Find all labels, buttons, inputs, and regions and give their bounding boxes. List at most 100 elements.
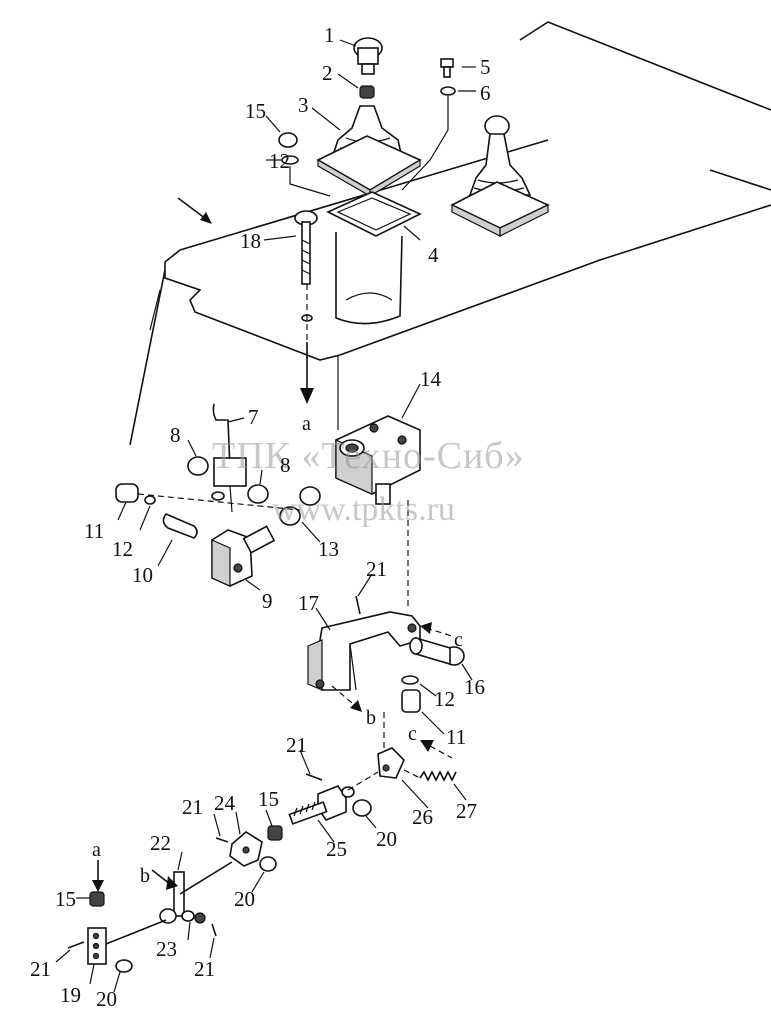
nut-part-15-mid (267, 825, 283, 841)
callout-21-top: 21 (366, 557, 387, 581)
arrow-b-upper (331, 685, 362, 712)
callout-18: 18 (240, 229, 261, 253)
cotter-pin-part-21-mid (305, 773, 323, 781)
callout-11-right: 11 (446, 725, 466, 749)
callout-10: 10 (132, 563, 153, 587)
lever-part-22 (159, 861, 233, 924)
leader-lines (55, 39, 476, 993)
pointer-labels: a a b b c c (92, 413, 463, 887)
callout-12-left: 12 (112, 537, 133, 561)
link-19-22 (105, 919, 167, 945)
callout-2: 2 (322, 61, 333, 85)
leader-5-6 (401, 96, 449, 191)
callout-19: 19 (60, 983, 81, 1007)
watermark-url: www.tpkts.ru (272, 491, 455, 528)
callout-12-right: 12 (434, 687, 455, 711)
bolt-part-18 (294, 210, 318, 322)
bracket-part-14 (335, 415, 421, 505)
washer-part-6 (440, 86, 456, 96)
cotter-pin-part-21-clevis (215, 837, 229, 843)
axis-25-26 (347, 771, 379, 791)
watermark-company: ТПК «Техно-Сиб» (212, 435, 525, 477)
callout-26: 26 (412, 805, 433, 829)
right-control-lever (450, 115, 550, 237)
callout-14: 14 (420, 367, 442, 391)
arrow-a-down (300, 342, 314, 404)
callout-9: 9 (262, 589, 273, 613)
nut-part-11-left (115, 483, 139, 503)
bushing-part-8-left (187, 456, 209, 476)
gasket-part-4 (326, 191, 422, 325)
callout-21-clevis: 21 (182, 795, 203, 819)
callout-16: 16 (464, 675, 485, 699)
pin-part-20-mid (259, 856, 277, 872)
washer-part-12-left (144, 495, 156, 505)
cotter-pin-part-21-lower-right (211, 923, 217, 937)
cotter-pin-part-21-lower-left (67, 941, 85, 949)
nut-part-2 (359, 85, 375, 99)
callout-27: 27 (456, 799, 477, 823)
arrow-a-lower (92, 860, 104, 892)
pointer-c-upper: c (454, 629, 463, 651)
arrow-b-lower (151, 869, 178, 890)
callout-5: 5 (480, 55, 491, 79)
callout-20-upper: 20 (376, 827, 397, 851)
leader-12-15 (289, 166, 331, 197)
bushing-part-8-right (247, 484, 269, 504)
pin-part-20-upper (352, 799, 372, 817)
callout-11-left: 11 (84, 519, 104, 543)
callout-12-upper: 12 (269, 149, 290, 173)
callout-8-left: 8 (170, 423, 181, 447)
lever-rod-part-7 (211, 403, 247, 513)
callout-1: 1 (324, 23, 335, 47)
callout-15-upper: 15 (245, 99, 266, 123)
callout-20-mid: 20 (234, 887, 255, 911)
callout-labels: 1 2 3 4 5 6 7 8 8 9 10 11 11 12 12 12 13… (30, 23, 491, 1011)
cotter-pin-part-21-top (355, 595, 361, 615)
bolt-part-5 (440, 58, 454, 78)
callout-8-right: 8 (280, 453, 291, 477)
callout-21-mid: 21 (286, 733, 307, 757)
callout-4: 4 (428, 243, 439, 267)
block-part-19 (87, 927, 107, 965)
callout-20-lower: 20 (96, 987, 117, 1011)
callout-15-mid: 15 (258, 787, 279, 811)
callout-21-lower-left: 21 (30, 957, 51, 981)
washer-part-12-right (401, 675, 419, 685)
pivot-bracket-part-9 (211, 525, 276, 587)
callout-3: 3 (298, 93, 309, 117)
panel-arrow (177, 197, 212, 224)
callout-13: 13 (318, 537, 339, 561)
pointer-b-upper: b (366, 707, 376, 729)
pointer-b-lower: b (140, 865, 150, 887)
pointer-a-upper: a (302, 413, 311, 435)
spring-part-27 (403, 769, 457, 782)
boot-part-3 (316, 105, 422, 198)
clevis-part-24 (229, 831, 263, 867)
callout-22: 22 (150, 831, 171, 855)
sleeve-part-13 (279, 486, 321, 526)
washer-part-23 (181, 910, 206, 924)
callout-17: 17 (298, 591, 319, 615)
callout-15-lower: 15 (55, 887, 76, 911)
pointer-c-lower: c (408, 723, 417, 745)
pointer-a-lower: a (92, 839, 101, 861)
callout-6: 6 (480, 81, 491, 105)
rod-part-25 (288, 785, 355, 825)
callout-24: 24 (214, 791, 236, 815)
nut-part-15-lower (89, 891, 105, 907)
callout-7: 7 (248, 405, 259, 429)
pin-part-20-lower (115, 959, 133, 973)
bracket-part-17 (307, 611, 421, 691)
nut-part-11-right (401, 689, 421, 713)
bolt-part-16 (409, 636, 465, 666)
callout-21-lower-right: 21 (194, 957, 215, 981)
arrow-c-lower (420, 740, 453, 759)
callout-23: 23 (156, 937, 177, 961)
lever-part-26 (377, 747, 405, 779)
cab-floor-panel (129, 21, 771, 446)
axis-10-13 (137, 493, 301, 511)
arrow-c-upper (420, 622, 453, 637)
